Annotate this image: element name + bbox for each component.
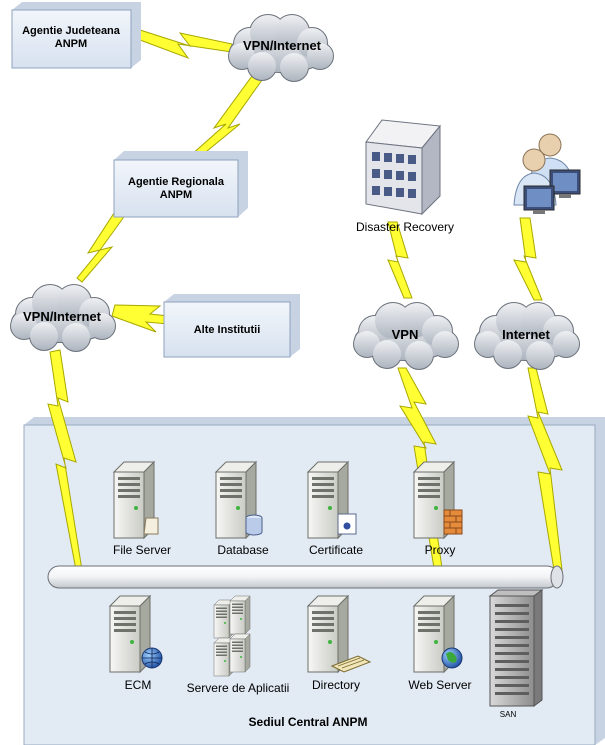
box-alte-institutii: Alte Institutii	[163, 294, 300, 358]
box-agentie-regionala: Agentie Regionala ANPM	[113, 151, 248, 218]
box-agentie-judeteana: Agentie Judeteana ANPM	[11, 2, 141, 69]
ecm-label: ECM	[125, 678, 152, 692]
box-agentie-judeteana-line1: Agentie Judeteana	[22, 25, 121, 37]
central-office-title: Sediul Central ANPM	[249, 715, 368, 729]
disaster-recovery-building-icon	[365, 119, 441, 216]
server-ecm-icon	[109, 595, 163, 673]
server-web-server-icon	[413, 595, 463, 673]
box-agentie-judeteana-line2: ANPM	[55, 38, 87, 50]
cloud-internet-label: Internet	[502, 327, 550, 342]
cloud-internet: Internet	[474, 302, 580, 370]
cloud-vpn-internet-top-label: VPN/Internet	[243, 38, 322, 53]
cloud-vpn-label: VPN	[392, 327, 419, 342]
users-icon	[513, 133, 581, 214]
cloud-vpn-internet-top: VPN/Internet	[228, 14, 334, 82]
san-rack-icon	[488, 589, 544, 707]
link-dr-vpn	[387, 221, 413, 299]
servere-aplicatii-label: Servere de Aplicatii	[187, 681, 290, 695]
link-vpn-regionala	[189, 75, 263, 161]
database-label: Database	[217, 543, 269, 557]
server-file-server-icon	[113, 461, 159, 539]
cloud-vpn: VPN	[353, 302, 459, 370]
file-server-label: File Server	[113, 543, 171, 557]
box-agentie-regionala-line1: Agentie Regionala	[128, 176, 225, 188]
cloud-vpn-internet-left-label: VPN/Internet	[23, 309, 102, 324]
san-label: SAN	[500, 710, 517, 719]
server-directory-icon	[307, 595, 372, 673]
box-alte-institutii-label: Alte Institutii	[194, 324, 261, 336]
link-judeteana-vpn	[139, 29, 233, 60]
proxy-label: Proxy	[425, 543, 456, 557]
certificate-label: Certificate	[309, 543, 363, 557]
disaster-recovery-label: Disaster Recovery	[356, 220, 454, 234]
link-vpnleft-alte	[111, 304, 169, 333]
server-certificate-icon	[307, 461, 357, 539]
link-users-internet	[513, 217, 543, 301]
server-proxy-icon	[413, 461, 463, 539]
cloud-vpn-internet-left: VPN/Internet	[10, 284, 116, 352]
web-server-label: Web Server	[408, 678, 471, 692]
directory-label: Directory	[312, 678, 360, 692]
box-agentie-regionala-line2: ANPM	[160, 189, 192, 201]
link-regionala-vpnleft	[76, 209, 127, 283]
lan-backbone	[47, 565, 564, 589]
server-database-icon	[215, 461, 263, 539]
